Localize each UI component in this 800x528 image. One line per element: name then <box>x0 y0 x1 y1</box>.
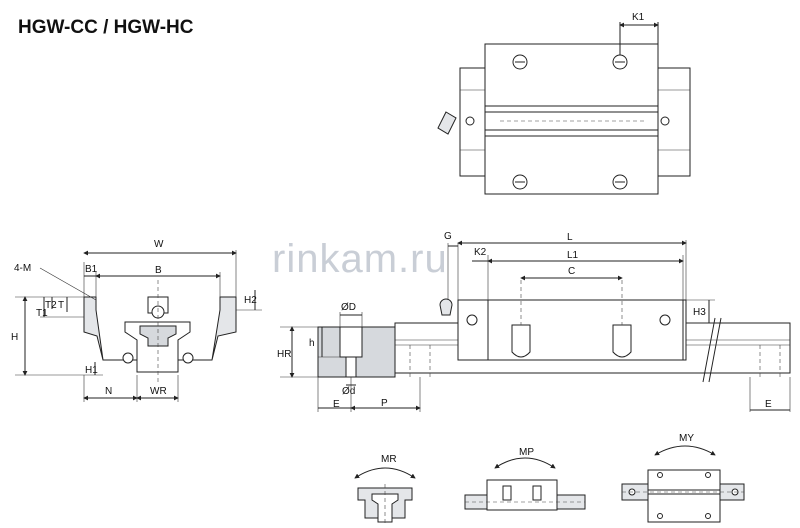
mr-label: MR <box>381 454 397 465</box>
t2-label: T2 <box>45 300 57 311</box>
m-label: 4-M <box>14 263 31 274</box>
b-label: B <box>155 265 162 276</box>
my-label: MY <box>679 433 694 444</box>
hr-label: HR <box>277 349 291 360</box>
seal-screw <box>660 116 670 126</box>
seal-screw <box>466 314 478 326</box>
wr-label: WR <box>150 386 167 397</box>
block-icon <box>486 479 558 511</box>
watermark-text: rinkam.ru <box>272 237 448 281</box>
l-label: L <box>567 232 573 243</box>
seal-screw <box>659 314 671 326</box>
h2-label: H2 <box>244 295 257 306</box>
moment-my: MY <box>621 433 745 523</box>
bolt-recess <box>612 324 632 358</box>
l1-label: L1 <box>567 250 579 261</box>
b1-label: B1 <box>85 264 98 275</box>
bolt-head <box>182 352 194 364</box>
c-label: C <box>568 266 575 277</box>
end-view: W B B1 4-M H T1 T2 T H1 H2 N WR <box>11 239 262 402</box>
t1-label: T1 <box>36 308 48 319</box>
top-view-block <box>484 43 659 195</box>
moment-mr: MR <box>354 454 416 526</box>
k1-label: K1 <box>632 12 645 23</box>
e-right-label: E <box>765 399 772 410</box>
w-label: W <box>154 239 164 250</box>
g-label: G <box>444 231 452 242</box>
e-left-label: E <box>333 399 340 410</box>
h-small-label: h <box>309 338 315 349</box>
h-label: H <box>11 332 18 343</box>
bolt-recess <box>511 324 531 358</box>
grease-nipple <box>439 298 453 316</box>
grease-nipple <box>437 111 457 135</box>
k2-label: K2 <box>474 247 487 258</box>
top-view: K1 <box>437 12 691 195</box>
mp-label: MP <box>519 447 534 458</box>
h3-label: H3 <box>693 307 706 318</box>
drawing-title: HGW-CC / HGW-HC <box>18 17 194 38</box>
t-label: T <box>58 300 64 311</box>
n-label: N <box>105 386 112 397</box>
h1-label: H1 <box>85 365 98 376</box>
od-small-label: Ød <box>342 386 355 397</box>
bolt-head <box>122 352 134 364</box>
seal-screw <box>465 116 475 126</box>
side-view: G L L1 K2 C H3 ØD h HR Ød E P <box>277 231 791 412</box>
p-label: P <box>381 398 388 409</box>
moment-mp: MP <box>464 447 586 511</box>
od-big-label: ØD <box>341 302 356 313</box>
